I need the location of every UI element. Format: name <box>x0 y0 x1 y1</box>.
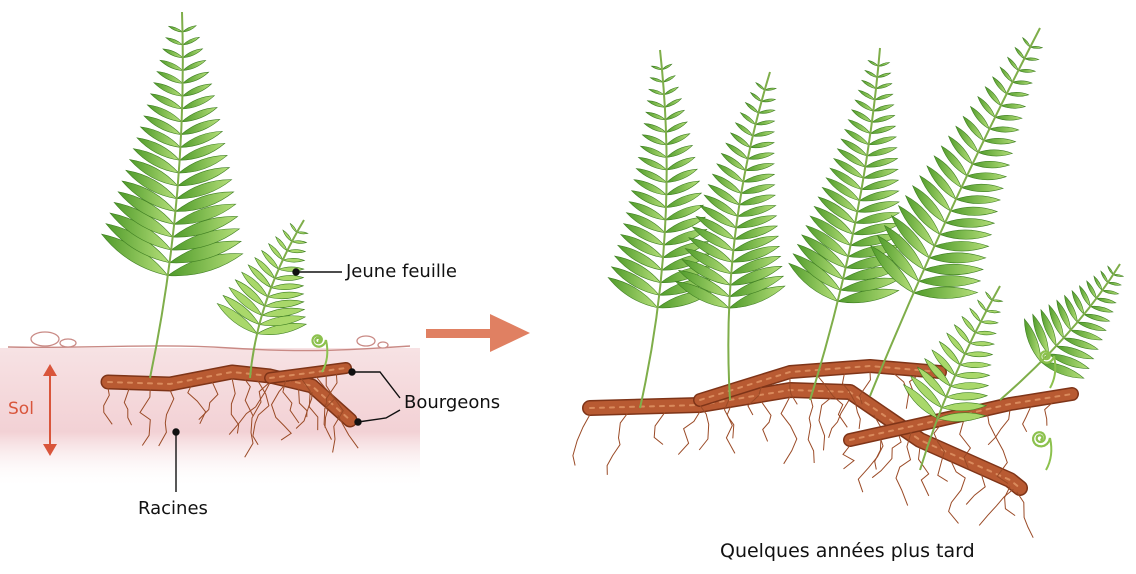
time-arrow <box>426 314 530 352</box>
label-buds: Bourgeons <box>404 394 500 412</box>
label-soil: Sol <box>8 401 34 418</box>
caption-later: Quelques années plus tard <box>720 542 975 561</box>
fronds-left <box>102 12 328 378</box>
label-roots: Racines <box>138 500 208 518</box>
soil-layer <box>0 332 420 488</box>
rhizome-right <box>573 366 1072 538</box>
label-young-leaf: Jeune feuille <box>346 263 457 281</box>
